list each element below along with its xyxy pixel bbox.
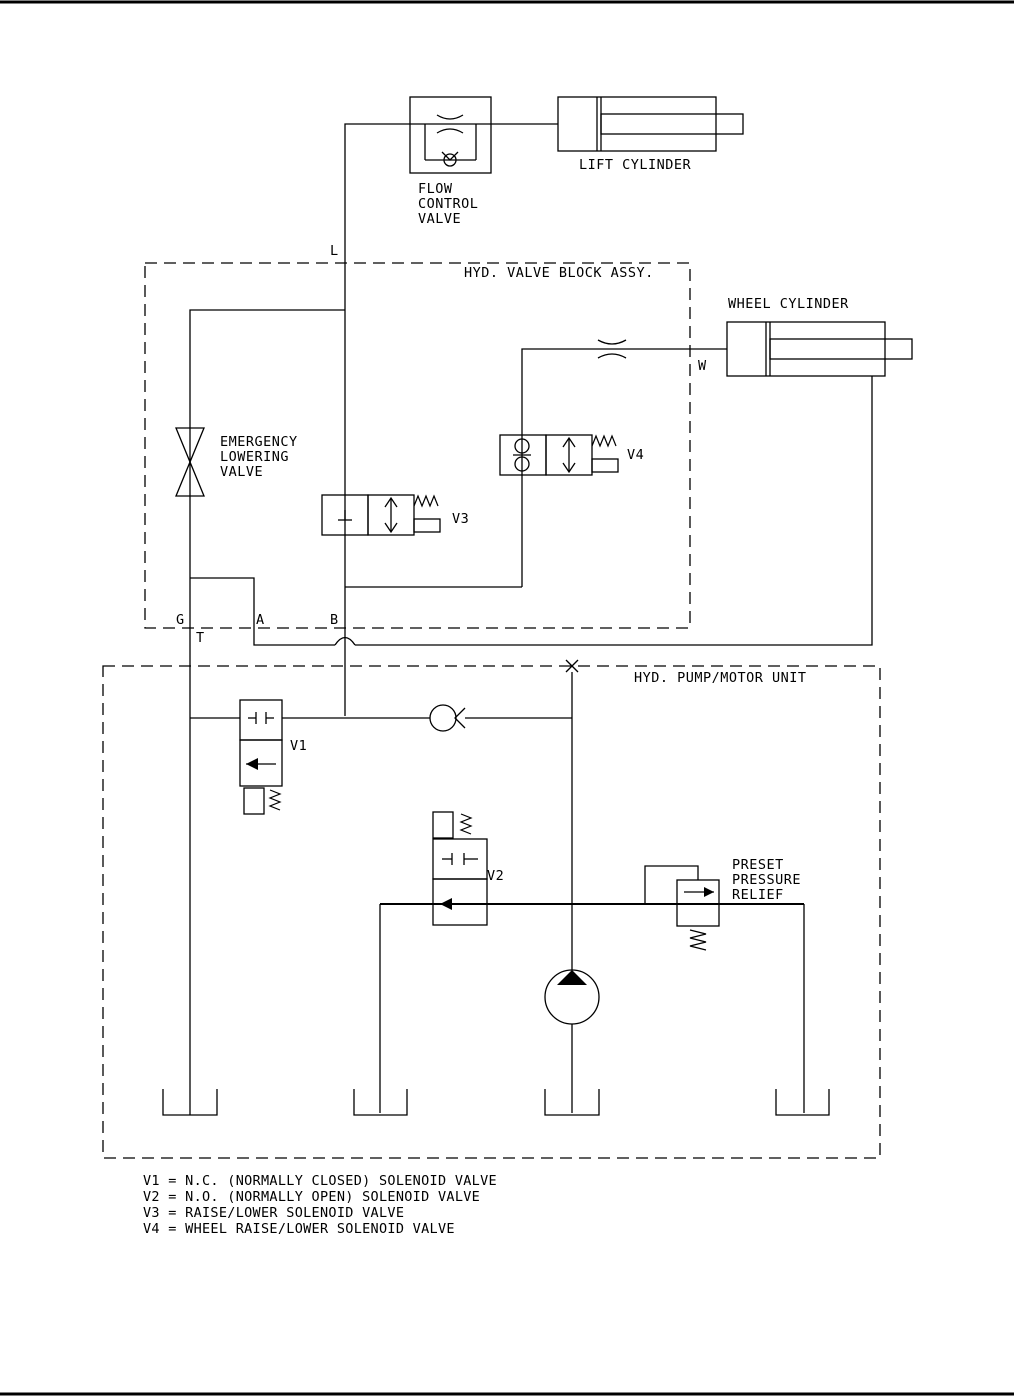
v1-label: V1 [290,738,307,754]
v4-label: V4 [627,447,644,463]
flow-control-valve [409,96,492,174]
emergency-label-3: VALVE [220,464,263,480]
emergency-lowering-valve [175,427,205,497]
wheel-cylinder-label: WHEEL CYLINDER [728,296,849,312]
port-a-line [190,577,335,646]
legend-line-2: V2 = N.O. (NORMALLY OPEN) SOLENOID VALVE [143,1189,480,1205]
port-w-label: W [698,358,707,374]
pump-unit-boundary [102,665,881,1159]
v3-label: V3 [452,511,469,527]
legend-line-3: V3 = RAISE/LOWER SOLENOID VALVE [143,1205,404,1221]
pump-unit-label: HYD. PUMP/MOTOR UNIT [634,670,807,686]
port-b-label: B [330,612,339,628]
v2-label: V2 [487,868,504,884]
wheel-cylinder [726,321,913,377]
check-valve [429,704,466,732]
pump [544,969,600,1025]
emergency-line [189,309,345,1115]
emergency-label-2: LOWERING [220,449,289,465]
emergency-label-1: EMERGENCY [220,434,298,450]
legend: V1 = N.C. (NORMALLY CLOSED) SOLENOID VAL… [143,1173,497,1237]
flow-control-label-2: CONTROL [418,196,478,212]
wheel-line [521,348,727,587]
port-g-label: G [176,612,185,628]
legend-line-1: V1 = N.C. (NORMALLY CLOSED) SOLENOID VAL… [143,1173,497,1189]
legend-line-4: V4 = WHEEL RAISE/LOWER SOLENOID VALVE [143,1221,455,1237]
tank-3 [544,1089,600,1116]
v2-valve [432,811,488,926]
lift-cylinder [557,96,744,152]
v4-valve [499,434,619,476]
port-a-label: A [256,612,265,628]
tank-4 [775,1089,830,1116]
relief-label-2: PRESSURE [732,872,801,888]
port-l-label: L [330,243,339,259]
preset-pressure-relief [644,865,720,951]
relief-label-1: PRESET [732,857,784,873]
lift-line [344,123,425,716]
flow-control-label-1: FLOW [418,181,453,197]
tank-1 [162,1089,218,1116]
lift-cylinder-label: LIFT CYLINDER [579,157,692,173]
valve-block-boundary [144,262,691,629]
v1-valve [239,699,283,815]
tank-2 [353,1089,408,1116]
port-t-label: T [196,630,205,646]
v3-valve [321,494,441,536]
flow-control-label-3: VALVE [418,211,461,227]
valve-block-label: HYD. VALVE BLOCK ASSY. [464,265,654,281]
relief-label-3: RELIEF [732,887,784,903]
